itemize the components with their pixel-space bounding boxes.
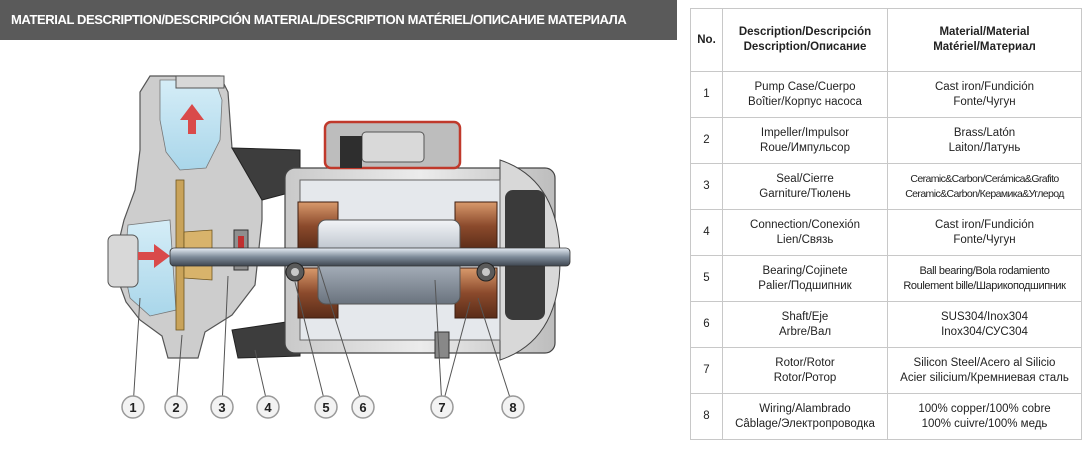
svg-text:1: 1 — [129, 400, 136, 415]
svg-text:4: 4 — [264, 400, 272, 415]
svg-text:5: 5 — [322, 400, 329, 415]
bearings — [285, 262, 496, 282]
callout-6: 6 — [351, 395, 375, 419]
header-no: No. — [690, 8, 723, 72]
row-number: 7 — [690, 347, 723, 394]
shaft — [169, 247, 571, 267]
row-number: 2 — [690, 117, 723, 164]
callout-7: 7 — [430, 395, 454, 419]
svg-text:3: 3 — [218, 400, 225, 415]
leader-lines — [132, 263, 514, 408]
terminal-connector — [434, 331, 450, 359]
row-number: 6 — [690, 301, 723, 348]
row-number: 1 — [690, 71, 723, 118]
connection-bracket — [231, 147, 301, 359]
svg-text:2: 2 — [172, 400, 179, 415]
row-number: 8 — [690, 393, 723, 440]
section-banner: MATERIAL DESCRIPTION/DESCRIPCIÓN MATERIA… — [0, 0, 677, 40]
flow-in-arrow-icon — [138, 244, 170, 268]
materials-table: No. Description/Descripción Description/… — [690, 8, 1082, 440]
svg-text:7: 7 — [438, 400, 445, 415]
callout-4: 4 — [256, 395, 280, 419]
table-header-row: No. Description/Descripción Description/… — [690, 8, 1082, 72]
header-description: Description/Descripción Description/Опис… — [722, 8, 888, 72]
callout-3: 3 — [210, 395, 234, 419]
row-number: 4 — [690, 209, 723, 256]
row-number: 5 — [690, 255, 723, 302]
row-number: 3 — [690, 163, 723, 210]
pump-cutaway-illustration: 1 2 3 4 5 6 7 8 — [107, 75, 571, 419]
svg-text:8: 8 — [509, 400, 516, 415]
callout-1: 1 — [121, 395, 145, 419]
svg-text:6: 6 — [359, 400, 366, 415]
callout-2: 2 — [164, 395, 188, 419]
flow-up-arrow-icon — [180, 104, 204, 134]
callout-8: 8 — [501, 395, 525, 419]
header-material: Material/Material Matériel/Материал — [887, 8, 1082, 72]
banner-title: MATERIAL DESCRIPTION/DESCRIPCIÓN MATERIA… — [11, 12, 627, 27]
pump-case — [107, 75, 263, 359]
callout-5: 5 — [314, 395, 338, 419]
